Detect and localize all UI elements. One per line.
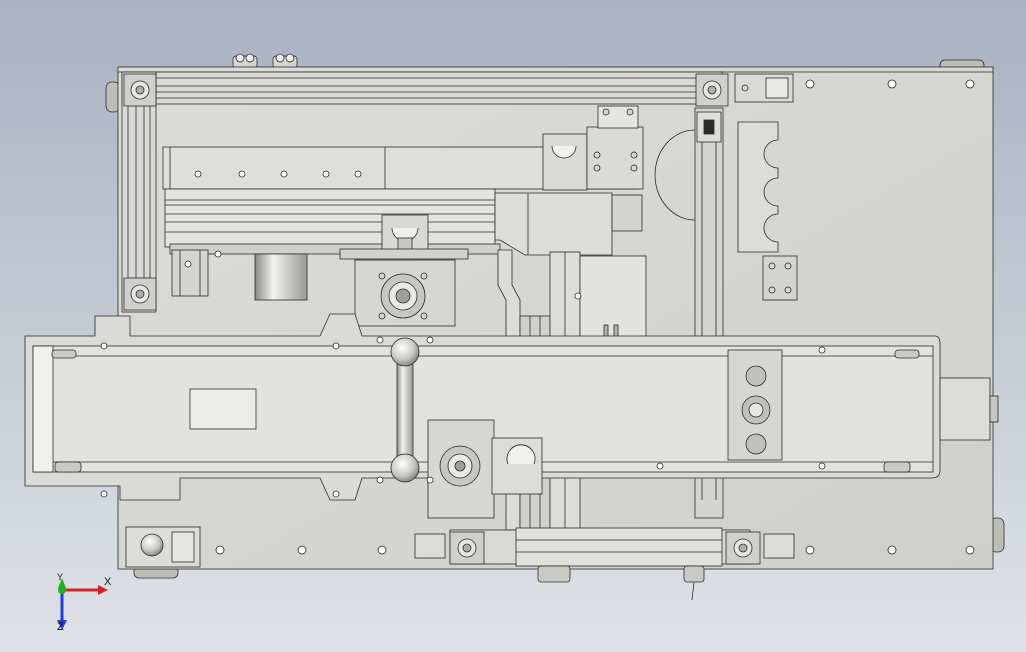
left-profile bbox=[121, 71, 157, 313]
top-profile bbox=[121, 71, 723, 105]
switch-box bbox=[125, 526, 201, 568]
screw-holes bbox=[100, 79, 975, 555]
gripper-head bbox=[339, 214, 469, 260]
bracket-left-under bbox=[171, 249, 209, 297]
guide-rods bbox=[390, 337, 420, 483]
bottom-profile bbox=[449, 527, 751, 567]
motor-housing bbox=[494, 192, 643, 256]
corner-block-bl bbox=[449, 531, 485, 565]
axis-label-x: X bbox=[104, 576, 112, 588]
bottom-fitting bbox=[537, 565, 705, 601]
conveyor-drive-motor bbox=[939, 377, 999, 441]
top-connector-right bbox=[272, 53, 298, 69]
cable-holder bbox=[737, 121, 779, 253]
axis-label-y: Y bbox=[57, 572, 64, 582]
corner-block-tl bbox=[123, 73, 157, 107]
axis-label-z: Z bbox=[57, 621, 64, 633]
bearing-housing-upper bbox=[354, 259, 456, 327]
corner-block-ml bbox=[123, 277, 157, 311]
corner-block-br bbox=[725, 531, 761, 565]
coordinate-triad bbox=[57, 578, 108, 630]
bracket-right bbox=[762, 255, 798, 301]
bearing-housing-lower bbox=[427, 419, 543, 519]
corner-block-tr bbox=[695, 73, 729, 107]
conveyor-belt bbox=[24, 313, 941, 501]
top-connector-left bbox=[232, 53, 258, 69]
upper-carriage-block bbox=[542, 105, 644, 191]
bracket-bottom-right bbox=[763, 533, 795, 559]
gearbox-right bbox=[727, 349, 783, 461]
roller-cylinder bbox=[254, 253, 308, 301]
bracket-top-right bbox=[734, 73, 794, 103]
bracket-bottom-left bbox=[414, 533, 446, 559]
